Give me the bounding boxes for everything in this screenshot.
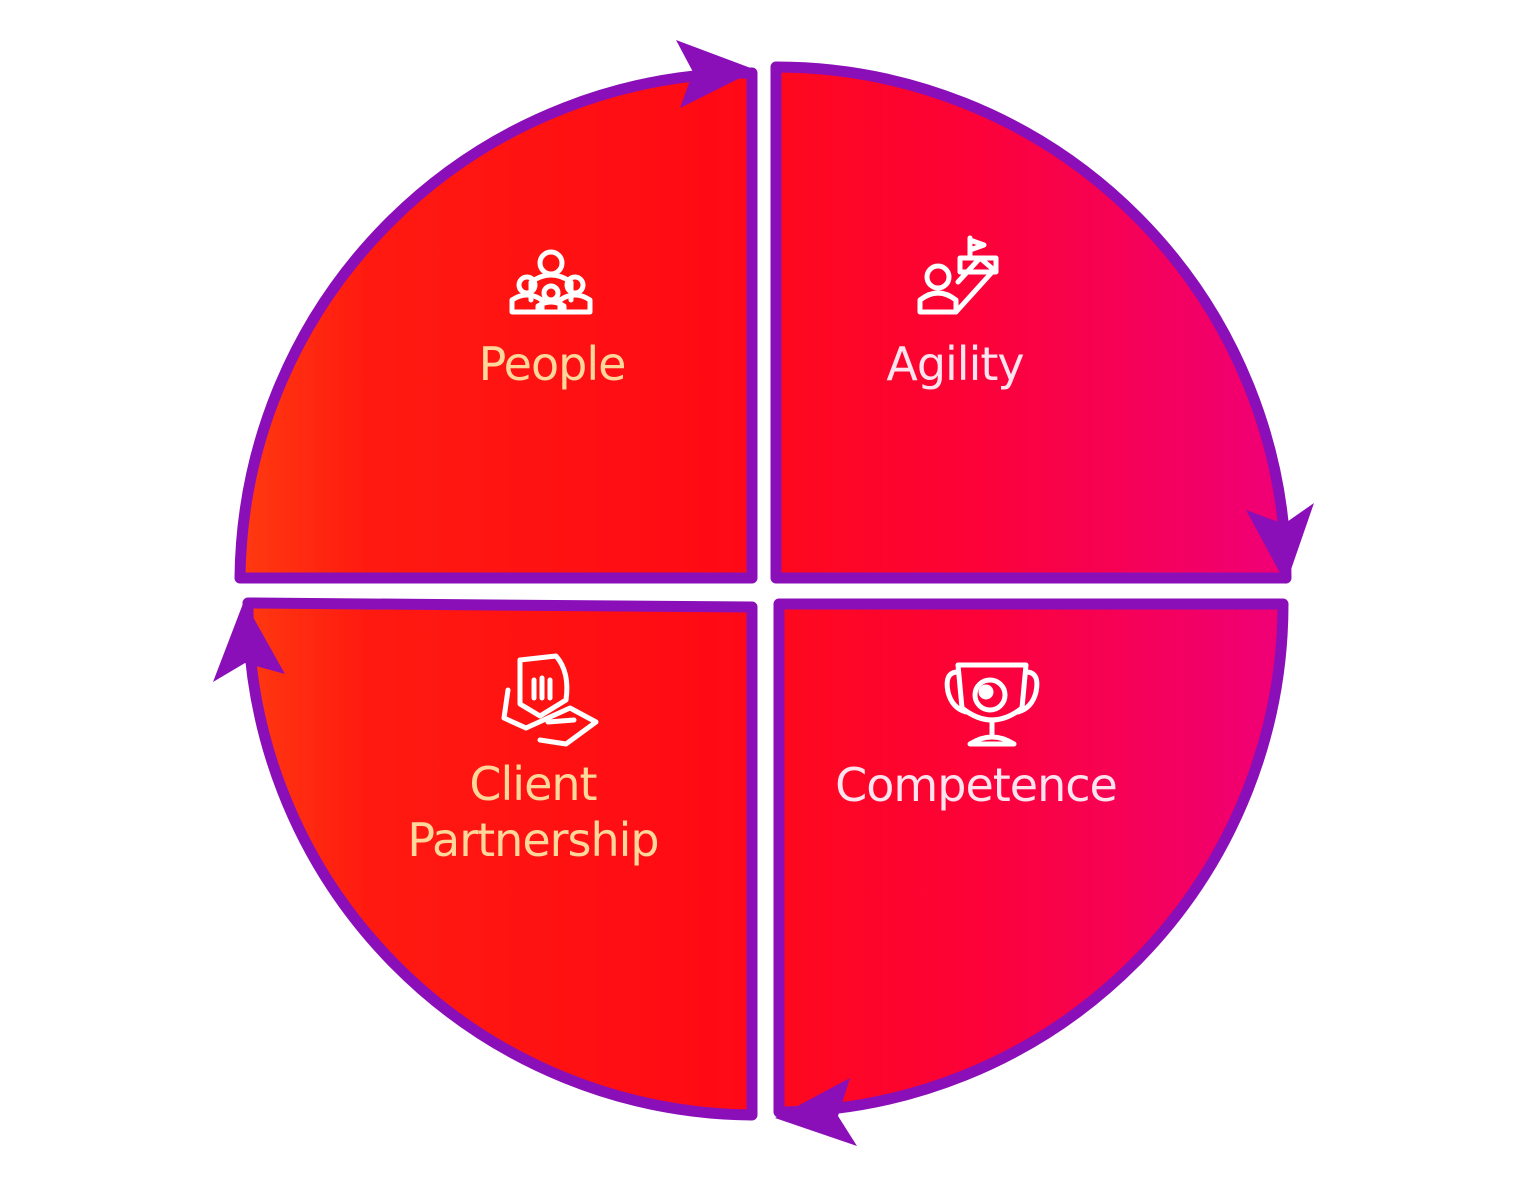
people-group-icon [509, 249, 593, 315]
quadrant-people [234, 67, 758, 584]
arrow-head-top [676, 40, 756, 108]
person-steps-flag-icon [917, 235, 999, 315]
quadrant-competence [773, 598, 1289, 1118]
label-client-partnership-line1: Client [469, 757, 596, 811]
quadrant-agility [770, 61, 1292, 584]
handshake-icon [501, 653, 599, 747]
trophy-icon [944, 662, 1040, 747]
arrow-head-bottom [775, 1078, 857, 1146]
quadrant-client-partnership [242, 597, 758, 1121]
label-competence: Competence [835, 758, 1117, 812]
label-client-partnership-line2: Partnership [407, 813, 658, 867]
label-people: People [479, 337, 626, 391]
arrow-head-right [1246, 503, 1314, 584]
label-agility: Agility [886, 337, 1023, 391]
arrow-head-left [213, 601, 285, 682]
